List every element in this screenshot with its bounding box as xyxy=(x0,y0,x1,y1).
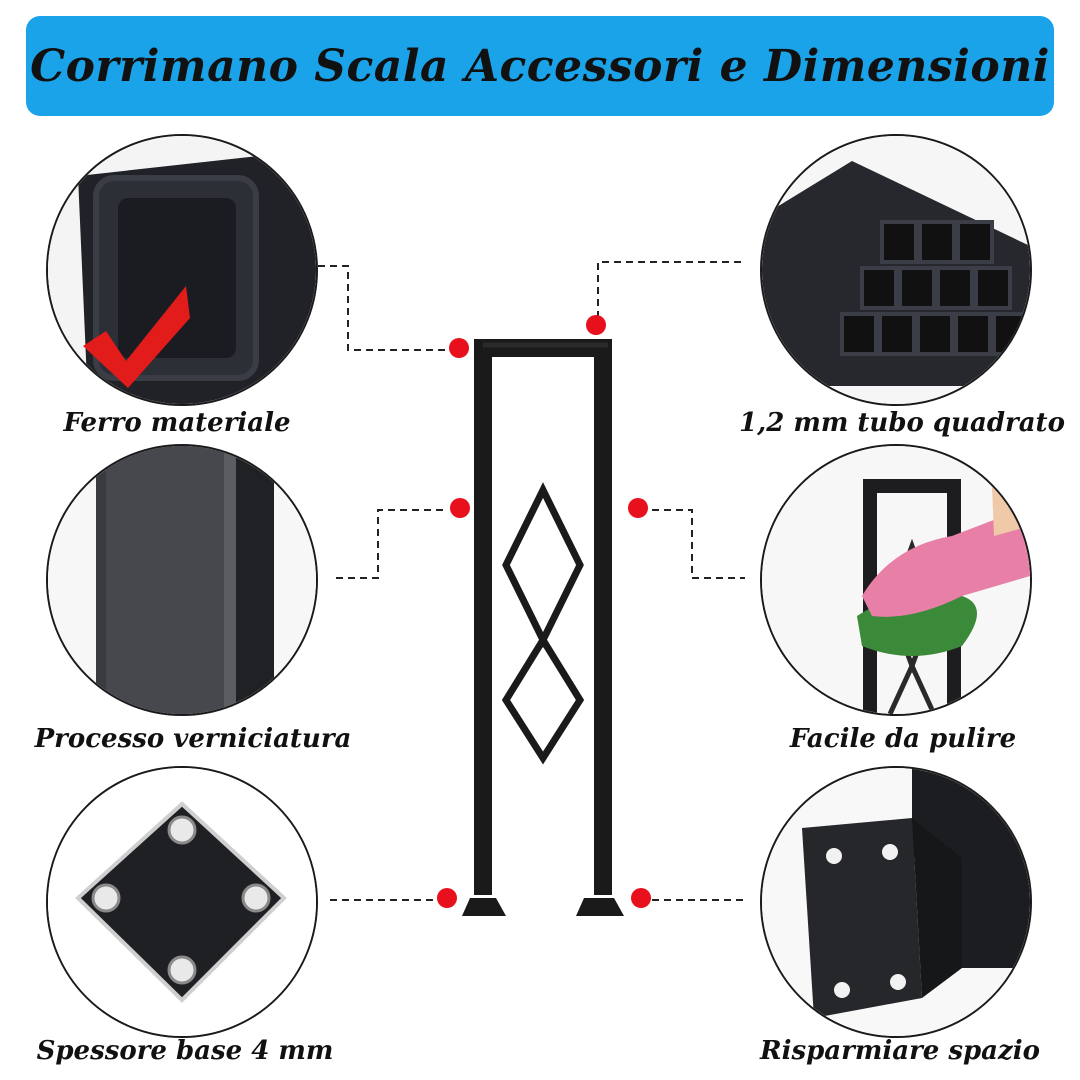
connector-lines xyxy=(318,261,745,901)
feature-image-clean xyxy=(760,444,1032,716)
feature-image-bracket xyxy=(760,766,1032,1038)
handrail-frame xyxy=(474,339,612,895)
title-banner: Corrimano Scala Accessori e Dimensioni xyxy=(26,16,1054,116)
glove-wiping-rail-icon xyxy=(762,446,1030,714)
base-plate-icon xyxy=(48,768,316,1036)
feature-label-bracket: Risparmiare spazio xyxy=(759,1036,1041,1066)
feature-label-clean: Facile da pulire xyxy=(789,724,1017,754)
feature-image-iron xyxy=(46,134,318,406)
stacked-square-tubes-icon xyxy=(762,136,1030,404)
painted-surface-closeup-icon xyxy=(48,446,316,714)
feature-label-iron: Ferro materiale xyxy=(63,408,291,438)
wall-bracket-icon xyxy=(762,768,1030,1036)
feature-image-base xyxy=(46,766,318,1038)
feature-image-tubes xyxy=(760,134,1032,406)
feature-label-base: Spessore base 4 mm xyxy=(36,1036,334,1066)
feature-label-tubes: 1,2 mm tubo quadrato xyxy=(739,408,1065,438)
feature-image-paint xyxy=(46,444,318,716)
marker-dots xyxy=(437,315,651,908)
base-feet xyxy=(462,898,624,916)
square-tube-end-checkmark-icon xyxy=(48,136,316,404)
page-title: Corrimano Scala Accessori e Dimensioni xyxy=(30,40,1050,92)
feature-label-paint: Processo verniciatura xyxy=(34,724,352,754)
